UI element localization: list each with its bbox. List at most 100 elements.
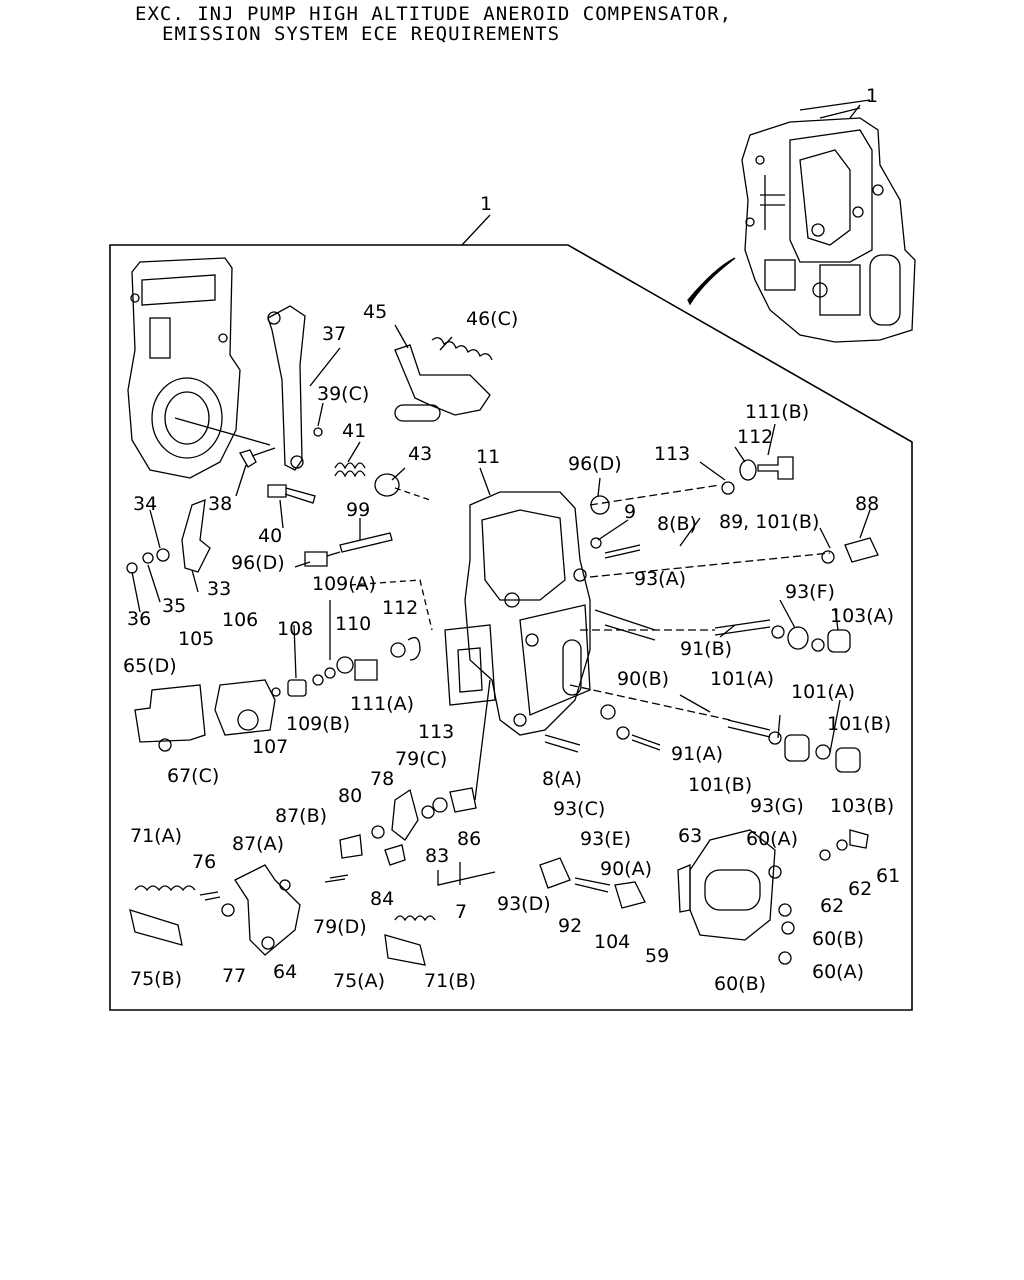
governor-body-11 — [444, 491, 591, 736]
callout-113-right: 113 — [654, 443, 690, 465]
callout-46c: 46(C) — [466, 308, 518, 330]
callout-89-101b: 89, 101(B) — [719, 511, 819, 533]
callout-88: 88 — [855, 493, 879, 515]
callout-33: 33 — [207, 578, 231, 600]
callout-67c: 67(C) — [167, 765, 219, 787]
callout-101a-1: 101(A) — [710, 668, 774, 690]
callout-35: 35 — [162, 595, 186, 617]
callout-41: 41 — [342, 420, 366, 442]
inset-assembly-drawing — [687, 99, 916, 343]
diagram-title-line1: EXC. INJ PUMP HIGH ALTITUDE ANEROID COMP… — [135, 3, 733, 25]
callout-59: 59 — [645, 945, 669, 967]
callout-106: 106 — [222, 609, 258, 631]
spring-assembly-45 — [394, 344, 491, 416]
diagram-title-line2: EMISSION SYSTEM ECE REQUIREMENTS — [162, 23, 561, 45]
callout-93d: 93(D) — [497, 893, 551, 915]
callout-109b: 109(B) — [286, 713, 350, 735]
callout-108: 108 — [277, 618, 313, 640]
sleeve-75a — [384, 934, 426, 966]
spring-71a — [134, 885, 196, 892]
callout-71a: 71(A) — [130, 825, 182, 847]
callout-76: 76 — [192, 851, 216, 873]
callout-103b: 103(B) — [830, 795, 894, 817]
callout-62-2: 62 — [820, 895, 844, 917]
cover-assembly-59 — [677, 829, 869, 965]
governor-housing-drawing — [127, 257, 271, 479]
callout-109a: 109(A) — [312, 573, 376, 595]
callout-39c: 39(C) — [317, 383, 369, 405]
callout-83: 83 — [425, 845, 449, 867]
callout-111b: 111(B) — [745, 401, 809, 423]
callout-60b-1: 60(B) — [812, 928, 864, 950]
bolt-96d-left — [304, 551, 341, 567]
callout-91b: 91(B) — [680, 638, 732, 660]
plate-64 — [234, 864, 301, 956]
callout-11: 11 — [476, 446, 500, 468]
screw-38 — [239, 447, 276, 468]
fitting-88 — [844, 537, 879, 563]
lever-78 — [391, 788, 419, 841]
callout-84: 84 — [370, 888, 394, 910]
callout-101b-1: 101(B) — [827, 713, 891, 735]
callout-103a: 103(A) — [830, 605, 894, 627]
callout-104: 104 — [594, 931, 630, 953]
callout-112-right: 112 — [737, 426, 773, 448]
callout-101b-2: 101(B) — [688, 774, 752, 796]
callout-90b: 90(B) — [617, 668, 669, 690]
actuator-105 — [214, 679, 276, 736]
callout-1-inset: 1 — [866, 85, 878, 107]
callout-1-frame: 1 — [480, 193, 492, 215]
callout-65d: 65(D) — [123, 655, 177, 677]
nut-93d — [539, 857, 571, 889]
callout-40: 40 — [258, 525, 282, 547]
callout-37: 37 — [322, 323, 346, 345]
callout-36: 36 — [127, 608, 151, 630]
callout-86: 86 — [457, 828, 481, 850]
callout-87a: 87(A) — [232, 833, 284, 855]
callout-78: 78 — [370, 768, 394, 790]
callout-111a: 111(A) — [350, 693, 414, 715]
sleeve-75b — [129, 909, 183, 946]
callout-96d-left: 96(D) — [231, 552, 285, 574]
callout-93a: 93(A) — [634, 568, 686, 590]
callout-87b: 87(B) — [275, 805, 327, 827]
cap-111b — [757, 456, 794, 480]
spring-41 — [334, 462, 366, 478]
callout-90a: 90(A) — [600, 858, 652, 880]
lever-37 — [267, 305, 306, 471]
clip-39c — [313, 427, 323, 437]
callout-113-left: 113 — [418, 721, 454, 743]
callout-9: 9 — [624, 501, 636, 523]
callout-38: 38 — [208, 493, 232, 515]
stud-91b — [714, 619, 771, 636]
callout-93c: 93(C) — [553, 798, 605, 820]
callout-60a-2: 60(A) — [812, 961, 864, 983]
spring-71b — [394, 915, 436, 922]
diagram-frame — [109, 244, 913, 1011]
callout-93f: 93(F) — [785, 581, 835, 603]
callout-61: 61 — [876, 865, 900, 887]
callout-63: 63 — [678, 825, 702, 847]
callout-43: 43 — [408, 443, 432, 465]
callout-110: 110 — [335, 613, 371, 635]
callout-7: 7 — [455, 901, 467, 923]
callout-labels: 1 1 37 45 46(C) 39(C) 41 43 38 40 34 33 … — [123, 85, 900, 995]
stud-91a — [727, 719, 771, 738]
callout-34: 34 — [133, 493, 157, 515]
screw-92 — [574, 877, 611, 893]
bolt-40 — [267, 484, 316, 504]
callout-60b-2: 60(B) — [714, 973, 766, 995]
cap-104 — [614, 881, 646, 909]
callout-93e: 93(E) — [580, 828, 631, 850]
callout-75a: 75(A) — [333, 970, 385, 992]
callout-75b: 75(B) — [130, 968, 182, 990]
callout-101a-2: 101(A) — [791, 681, 855, 703]
callout-45: 45 — [363, 301, 387, 323]
callout-8b: 8(B) — [657, 513, 697, 535]
pin-99 — [339, 532, 393, 553]
callout-93g: 93(G) — [750, 795, 804, 817]
callout-71b: 71(B) — [424, 970, 476, 992]
cap-43 — [374, 473, 400, 497]
callout-105: 105 — [178, 628, 214, 650]
